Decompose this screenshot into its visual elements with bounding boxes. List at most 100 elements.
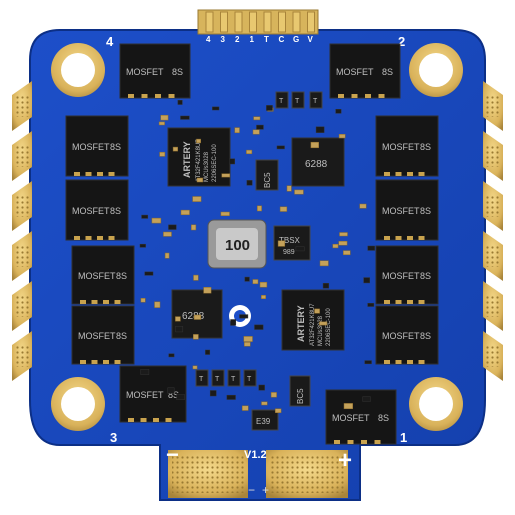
smd-part xyxy=(257,205,262,212)
t-transistor: T xyxy=(275,91,289,109)
header-pin-label: 1 xyxy=(250,35,255,44)
pad-minus-label: − xyxy=(248,483,255,497)
mosfet-label: MOSFET xyxy=(78,331,116,341)
tbsx-sub: 989 xyxy=(283,249,295,256)
side-pad-right-texture xyxy=(485,345,499,367)
inductor-value: 100 xyxy=(225,237,250,254)
smd-part xyxy=(180,209,190,216)
t-transistor: T xyxy=(309,91,323,109)
mounting-hole-bottom-right xyxy=(409,377,463,431)
side-pad-right-texture xyxy=(485,195,499,217)
smd-part xyxy=(140,298,146,303)
svg-text:T: T xyxy=(215,376,220,383)
header-pin xyxy=(234,11,243,33)
smd-part xyxy=(266,105,273,111)
smd-part xyxy=(193,334,199,340)
driver-chip-left-label: 6288 xyxy=(182,311,205,322)
header-pin-label: 4 xyxy=(206,35,211,44)
side-pad-left-texture xyxy=(16,295,30,317)
smd-part xyxy=(343,403,353,410)
smd-part xyxy=(176,394,185,400)
mosfet-label: MOSFET xyxy=(382,142,420,152)
mosfet-rating: 8S xyxy=(378,413,389,423)
corner-label-top-right: 2 xyxy=(398,34,405,49)
smd-part xyxy=(258,384,265,391)
smd-part xyxy=(246,149,253,155)
header-pin-label: T xyxy=(264,35,269,44)
bc5-bottom-label: BC5 xyxy=(296,388,305,404)
mcu-top-line-2: AT32F421K8U7 xyxy=(196,139,202,182)
smd-part xyxy=(141,214,149,219)
smd-part xyxy=(175,326,184,333)
corner-label-bottom-right: 1 xyxy=(400,430,407,445)
header-pin xyxy=(205,11,214,33)
side-pad-left-texture xyxy=(16,245,30,267)
smd-part xyxy=(261,295,266,299)
smd-part xyxy=(168,353,175,358)
smd-part xyxy=(315,126,325,133)
header-pin-label: C xyxy=(279,35,285,44)
mosfet-label: MOSFET xyxy=(126,390,164,400)
smd-part xyxy=(209,390,217,397)
smd-part xyxy=(177,100,183,105)
smd-part xyxy=(343,250,351,256)
mosfet-rating: 8S xyxy=(172,67,183,77)
smd-part xyxy=(243,336,253,342)
mosfet-label: MOSFET xyxy=(126,67,164,77)
e39-component: E39 xyxy=(251,409,279,431)
smd-part xyxy=(314,308,320,314)
smd-part xyxy=(332,243,339,249)
mosfet-rating: 8S xyxy=(116,271,127,281)
version-label: V1.2 xyxy=(244,449,267,461)
mcu-chip-bottom: ARTERY AT32F421K8U7 MCUs3028 2206SEC-100 xyxy=(281,289,345,351)
smd-part xyxy=(261,401,268,406)
smd-part xyxy=(295,246,305,252)
mounting-hole-top-right xyxy=(409,43,463,97)
mcu-chip-top: ARTERY AT32F421K8U7 MCUs3028 2206SEC-100 xyxy=(167,127,231,187)
e39-label: E39 xyxy=(256,417,271,426)
mosfet-chip: MOSFET 8S xyxy=(119,43,191,99)
smd-part xyxy=(252,129,260,135)
mosfet-rating: 8S xyxy=(110,142,121,152)
smd-part xyxy=(230,319,237,326)
svg-text:T: T xyxy=(231,376,236,383)
smd-part xyxy=(158,121,165,126)
mosfet-chip: MOSFET 8S xyxy=(119,365,187,423)
side-pad-right-texture xyxy=(485,95,499,117)
smd-part xyxy=(339,232,348,237)
smd-part xyxy=(167,387,175,394)
smd-part xyxy=(203,287,212,294)
smd-part xyxy=(359,203,367,209)
inductor-100: 100 xyxy=(207,219,267,269)
mosfet-label: MOSFET xyxy=(336,67,374,77)
smd-part xyxy=(205,349,211,355)
svg-text:T: T xyxy=(313,98,318,105)
small-smd-parts xyxy=(139,100,375,413)
mosfet-rating: 8S xyxy=(420,206,431,216)
smd-part xyxy=(322,283,330,289)
smd-part xyxy=(229,158,235,165)
mcu-bottom-line-2: AT32F421K8U7 xyxy=(310,303,316,346)
smd-part xyxy=(252,279,259,285)
svg-text:T: T xyxy=(295,98,300,105)
header-pin xyxy=(249,11,257,33)
smd-part xyxy=(367,245,375,251)
mosfet-label: MOSFET xyxy=(382,271,420,281)
mcu-top-line-4: 2206SEC-100 xyxy=(212,144,218,182)
mosfet-rating: 8S xyxy=(420,331,431,341)
side-pad-right-texture xyxy=(485,245,499,267)
smd-part xyxy=(196,138,201,144)
mosfet-label: MOSFET xyxy=(382,206,420,216)
mosfet-rating: 8S xyxy=(168,390,179,400)
smd-part xyxy=(338,134,346,139)
t-transistor: T xyxy=(291,91,305,109)
smd-part xyxy=(139,243,146,248)
